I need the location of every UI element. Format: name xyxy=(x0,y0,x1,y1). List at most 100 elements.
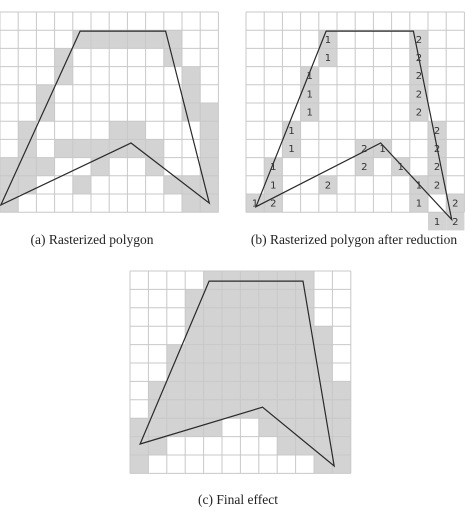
cell-label: 2 xyxy=(325,180,331,191)
filled-cell xyxy=(264,157,283,176)
filled-cell xyxy=(182,194,201,213)
cell-label: 2 xyxy=(452,217,458,228)
filled-cell xyxy=(72,175,91,194)
cell-label: 1 xyxy=(434,217,440,228)
filled-cell xyxy=(91,139,110,158)
filled-cell xyxy=(166,381,186,400)
cell-label: 2 xyxy=(434,162,440,173)
cell-label: 1 xyxy=(270,162,276,173)
filled-cell xyxy=(428,175,447,194)
filled-cell xyxy=(182,175,201,194)
cell-label: 2 xyxy=(416,35,422,46)
filled-cell xyxy=(203,381,222,400)
polygon-outline xyxy=(139,280,336,468)
filled-cell xyxy=(240,307,259,327)
filled-cell xyxy=(314,455,333,474)
filled-cell xyxy=(295,418,314,437)
filled-cell xyxy=(54,66,73,85)
cell-label: 2 xyxy=(270,199,276,210)
filled-cell xyxy=(222,381,241,400)
filled-cell xyxy=(185,289,204,308)
cell-label: 2 xyxy=(416,71,422,82)
filled-cell xyxy=(203,326,222,345)
filled-cell xyxy=(166,418,186,437)
filled-cell xyxy=(295,344,314,363)
polygon-outline xyxy=(254,30,453,222)
caption-c: (c) Final effect xyxy=(198,492,278,507)
filled-cell xyxy=(314,326,333,345)
filled-cell xyxy=(222,271,241,290)
filled-cell xyxy=(163,175,182,194)
filled-cell xyxy=(258,289,278,308)
filled-cell xyxy=(332,436,351,455)
filled-cell xyxy=(446,194,465,213)
filled-cell xyxy=(314,399,333,419)
cell-label: 2 xyxy=(416,108,422,119)
filled-cell xyxy=(409,103,428,122)
cell-label: 1 xyxy=(288,126,294,137)
filled-cell xyxy=(240,363,259,382)
filled-cell xyxy=(240,344,259,363)
filled-cell xyxy=(185,399,204,419)
filled-cell xyxy=(295,326,314,345)
filled-cell xyxy=(295,436,314,455)
filled-cell xyxy=(148,436,167,455)
cell-label: 1 xyxy=(307,89,313,100)
filled-cell xyxy=(127,30,146,49)
filled-cell xyxy=(182,66,201,85)
filled-cell xyxy=(203,307,222,327)
cell-label: 2 xyxy=(452,199,458,210)
filled-cell xyxy=(222,399,241,419)
cell-label: 1 xyxy=(307,108,313,119)
filled-cell xyxy=(295,399,314,419)
filled-cell xyxy=(409,194,428,213)
filled-cell xyxy=(185,381,204,400)
filled-cell xyxy=(203,289,222,308)
cell-label: 1 xyxy=(288,144,294,155)
cell-label: 1 xyxy=(307,71,313,82)
filled-cell xyxy=(166,363,186,382)
filled-cell xyxy=(127,121,146,140)
filled-cell xyxy=(109,121,128,140)
cell-label: 2 xyxy=(434,126,440,137)
filled-cell xyxy=(277,271,296,290)
panel-a xyxy=(0,11,219,213)
filled-cell xyxy=(200,157,219,176)
caption-a: (a) Rasterized polygon xyxy=(31,232,154,247)
filled-cell xyxy=(277,289,296,308)
cell-label: 2 xyxy=(434,180,440,191)
filled-cell xyxy=(130,455,149,474)
filled-cell xyxy=(277,436,296,455)
filled-cell xyxy=(300,103,319,122)
filled-cell xyxy=(295,271,314,290)
filled-cell xyxy=(258,307,278,327)
filled-cell xyxy=(145,157,164,176)
filled-cell xyxy=(222,344,241,363)
filled-cell xyxy=(0,175,19,194)
filled-cell xyxy=(18,121,37,140)
filled-cell xyxy=(258,344,278,363)
filled-cell xyxy=(277,363,296,382)
filled-cell xyxy=(166,399,186,419)
filled-cell xyxy=(258,399,278,419)
filled-cell xyxy=(54,48,73,67)
filled-cell xyxy=(203,344,222,363)
polygon-outline xyxy=(0,30,211,206)
filled-cell xyxy=(200,139,219,158)
filled-cell xyxy=(428,212,447,231)
filled-cell xyxy=(240,399,259,419)
filled-cell xyxy=(240,289,259,308)
filled-cell xyxy=(200,103,219,122)
filled-cell xyxy=(145,139,164,158)
filled-cell xyxy=(332,381,351,400)
filled-cell xyxy=(185,326,204,345)
cell-label: 2 xyxy=(434,144,440,155)
filled-cell xyxy=(391,157,410,176)
filled-cell xyxy=(222,363,241,382)
filled-cell xyxy=(277,399,296,419)
filled-cell xyxy=(300,84,319,103)
filled-cell xyxy=(295,307,314,327)
filled-cell xyxy=(0,157,19,176)
